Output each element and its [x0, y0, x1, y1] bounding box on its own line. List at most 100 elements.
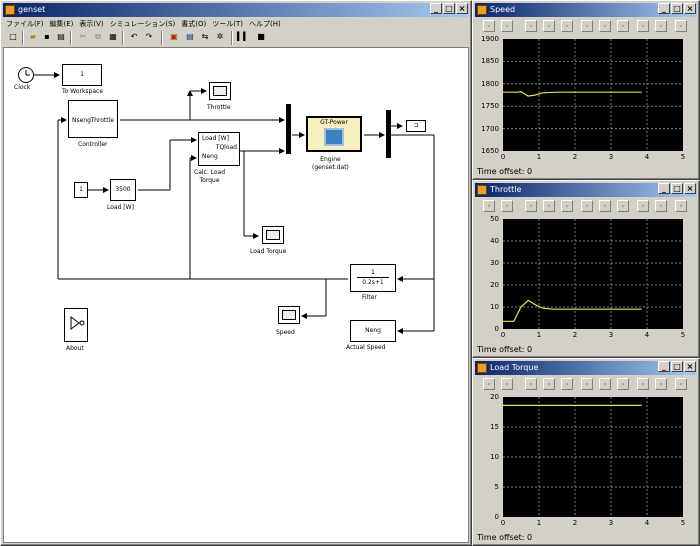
save-axes-icon[interactable]: · — [599, 378, 611, 390]
zoom-icon[interactable]: · — [525, 20, 537, 32]
cut-icon[interactable]: ✂ — [79, 32, 87, 41]
new-icon[interactable]: □ — [9, 32, 17, 41]
zoom-x-icon[interactable]: · — [543, 378, 555, 390]
x-tick-label: 5 — [680, 153, 686, 161]
minimize-button[interactable]: _ — [658, 183, 670, 194]
menu-help[interactable]: ヘルプ(H) — [249, 20, 281, 28]
zoom-y-icon[interactable]: · — [561, 200, 573, 212]
const-one-block[interactable]: 1 — [74, 182, 88, 198]
start-icon[interactable]: ▍▍ — [237, 32, 250, 41]
throttle-scope-block[interactable] — [209, 82, 231, 100]
close-button[interactable]: × — [684, 361, 696, 372]
zoom-x-icon[interactable]: · — [543, 200, 555, 212]
autoscale-icon[interactable]: · — [581, 378, 593, 390]
parameters-icon[interactable]: · — [501, 378, 513, 390]
speed-scope-block[interactable] — [278, 306, 300, 324]
maximize-button[interactable]: □ — [671, 3, 683, 14]
menu-edit[interactable]: 編集(E) — [49, 20, 74, 28]
print-icon[interactable]: ▤ — [57, 32, 65, 41]
to-workspace-block[interactable]: 1 — [62, 64, 102, 86]
minimize-button[interactable]: _ — [430, 3, 442, 14]
model-browser-icon[interactable]: ▤ — [186, 32, 194, 41]
undo-icon[interactable]: ↶ — [130, 32, 138, 41]
autoscale-icon[interactable]: · — [581, 20, 593, 32]
parameters-icon[interactable]: · — [501, 20, 513, 32]
clock-label: Clock — [14, 84, 31, 91]
engine-block[interactable]: GT-Power — [306, 116, 362, 152]
maximize-button[interactable]: □ — [443, 3, 455, 14]
print-icon[interactable]: · — [483, 200, 495, 212]
scope-title-bar[interactable]: Load Torque — [475, 361, 697, 375]
scope-title-bar[interactable]: Throttle — [475, 183, 697, 197]
print-icon[interactable]: · — [483, 20, 495, 32]
restore-axes-icon[interactable]: · — [617, 20, 629, 32]
stop-icon[interactable]: ■ — [257, 32, 265, 41]
autoscale-icon[interactable]: · — [581, 200, 593, 212]
print-icon[interactable]: · — [483, 378, 495, 390]
zoom-icon[interactable]: · — [525, 378, 537, 390]
lock-icon[interactable]: · — [655, 200, 667, 212]
calc-load-torque-label: Calc. Load Torque — [194, 169, 226, 184]
mux-block[interactable] — [286, 104, 291, 154]
restore-axes-icon[interactable]: · — [617, 378, 629, 390]
floating-icon[interactable]: · — [637, 378, 649, 390]
controller-block[interactable]: Nseng Throttle — [68, 100, 118, 138]
floating-icon[interactable]: · — [637, 200, 649, 212]
save-axes-icon[interactable]: · — [599, 200, 611, 212]
y-tick-label: 40 — [490, 237, 499, 245]
lock-icon[interactable]: · — [655, 378, 667, 390]
debug-icon[interactable]: ⇆ — [201, 32, 209, 41]
signal-selector-icon[interactable]: · — [675, 20, 687, 32]
floating-icon[interactable]: · — [637, 20, 649, 32]
filter-numerator: 1 — [357, 268, 389, 278]
zoom-x-icon[interactable]: · — [543, 20, 555, 32]
output-terminator-block[interactable]: ⊐ — [406, 120, 426, 132]
menu-view[interactable]: 表示(V) — [79, 20, 104, 28]
signal-selector-icon[interactable]: · — [675, 378, 687, 390]
paste-icon[interactable]: ▦ — [109, 32, 117, 41]
save-axes-icon[interactable]: · — [599, 20, 611, 32]
signal-selector-icon[interactable]: · — [675, 200, 687, 212]
demux-block[interactable] — [386, 110, 391, 158]
scope-plot-area[interactable] — [503, 219, 683, 329]
close-button[interactable]: × — [684, 183, 696, 194]
y-tick-label: 1700 — [481, 124, 499, 133]
copy-icon[interactable]: ⧉ — [95, 32, 101, 41]
close-button[interactable]: × — [684, 3, 696, 14]
zoom-y-icon[interactable]: · — [561, 378, 573, 390]
about-block[interactable] — [64, 308, 88, 342]
x-tick-label: 0 — [500, 153, 506, 161]
menu-tools[interactable]: ツール(T) — [212, 20, 244, 28]
load-gain-block[interactable]: 3500 — [110, 179, 136, 201]
zoom-y-icon[interactable]: · — [561, 20, 573, 32]
scope-plot-area[interactable] — [503, 397, 683, 517]
redo-icon[interactable]: ↷ — [145, 32, 153, 41]
menu-file[interactable]: ファイル(F) — [6, 20, 44, 28]
model-title-bar[interactable]: genset — [3, 3, 469, 17]
settings-icon[interactable]: ✲ — [216, 32, 224, 41]
scope-plot-area[interactable] — [503, 39, 683, 151]
load-torque-scope-block[interactable] — [262, 226, 284, 244]
maximize-button[interactable]: □ — [671, 361, 683, 372]
filter-block[interactable]: 1 0.2s+1 — [350, 264, 396, 292]
actual-speed-block[interactable]: Neng — [350, 320, 396, 342]
minimize-button[interactable]: _ — [658, 361, 670, 372]
close-button[interactable]: × — [456, 3, 468, 14]
parameters-icon[interactable]: · — [501, 200, 513, 212]
scope-title-bar[interactable]: Speed — [475, 3, 697, 17]
lock-icon[interactable]: · — [655, 20, 667, 32]
open-icon[interactable]: ▰ — [29, 32, 37, 41]
calc-load-torque-block[interactable]: Load [W] TQload Neng — [198, 132, 240, 166]
maximize-button[interactable]: □ — [671, 183, 683, 194]
x-tick-label: 0 — [500, 519, 506, 527]
minimize-button[interactable]: _ — [658, 3, 670, 14]
menu-format[interactable]: 書式(O) — [181, 20, 207, 28]
library-icon[interactable]: ▣ — [170, 32, 178, 41]
x-tick-label: 1 — [536, 331, 542, 339]
menu-simulation[interactable]: シミュレーション(S) — [109, 20, 176, 28]
zoom-icon[interactable]: · — [525, 200, 537, 212]
clock-block[interactable] — [18, 67, 34, 83]
actual-speed-label: Actual Speed — [346, 344, 386, 351]
save-icon[interactable]: ▪ — [44, 32, 50, 41]
restore-axes-icon[interactable]: · — [617, 200, 629, 212]
